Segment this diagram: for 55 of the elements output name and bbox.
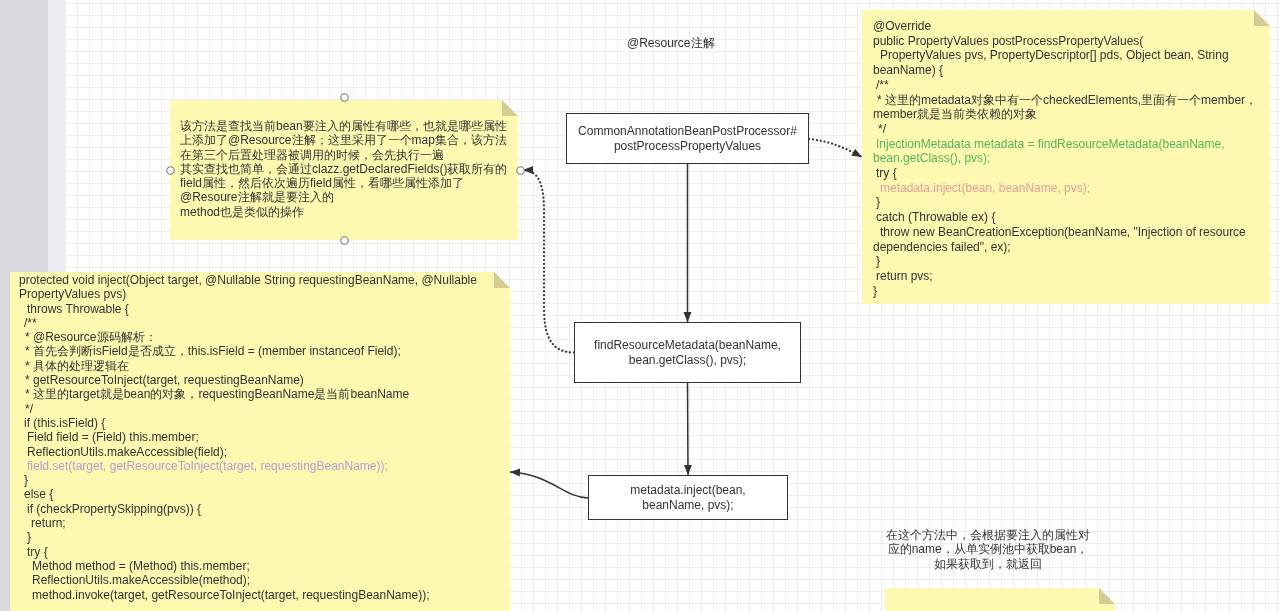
code-line: catch (Throwable ex) {: [876, 210, 996, 225]
code-line: }: [876, 195, 880, 211]
code-line: * 这里的metadata对象中有一个checkedElements,里面有一个member，member就是当前类依赖的对象: [873, 92, 1259, 122]
code-line: */: [878, 121, 886, 137]
process-box: [566, 113, 809, 164]
dotted-arrow: [807, 137, 864, 159]
code-line: ReflectionUtils.makeAccessible(field);: [27, 444, 228, 459]
code-line: try {: [876, 166, 897, 181]
code-line: protected void inject(Object target, @Nullable String requestingBeanName, @Nullable PropertyValues pvs): [19, 273, 478, 302]
note-text: 该方法是查找当前bean要注入的属性有哪些，也就是哪些属性上添加了@Resource注解；这里采用了一个map集合，该方法在第三个后置处理器被调用的时候，会先执行一遍: [180, 119, 508, 162]
code-line: method.invoke(target, getResourceToInject(target, requestingBeanName));: [32, 587, 430, 602]
code-line: try {: [27, 544, 48, 559]
code-line: if (this.isField) {: [24, 415, 106, 431]
code-line: InjectionMetadata metadata = findResourceMetadata(beanName, bean.getClass(), pvs);: [873, 136, 1226, 167]
code-line: throws Throwable {: [27, 301, 129, 316]
sticky-note: [885, 588, 1115, 611]
code-line: field.set(target, getResourceToInject(target, requestingBeanName));: [27, 458, 388, 474]
process-box: [588, 475, 788, 520]
code-line: throw new BeanCreationException(beanName, "Injection of resource dependencies failed", ex);: [873, 224, 1247, 255]
sticky-note: [170, 100, 518, 240]
code-line: * getResourceToInject(target, requestingBeanName): [25, 373, 304, 388]
code-line: Method method = (Method) this.member;: [32, 558, 250, 574]
annotation-text: 在这个方法中，会根据要注入的属性对应的name，从单实例池中获取bean，如果获取到，就返回: [885, 528, 1091, 571]
step-label: CommonAnnotationBeanPostProcessor# postProcessPropertyValues: [577, 124, 798, 153]
code-line: */: [25, 401, 33, 416]
code-line: return;: [31, 516, 66, 531]
code-line: if (checkPropertySkipping(pvs)) {: [27, 501, 202, 517]
arrow: [509, 469, 589, 499]
code-line: }: [27, 530, 31, 545]
code-line: else {: [24, 487, 54, 502]
code-line: }: [873, 283, 877, 299]
code-line: @Override: [873, 19, 932, 34]
code-line: return pvs;: [876, 268, 933, 284]
step-label: metadata.inject(bean, beanName, pvs);: [629, 483, 747, 512]
sticky-note: [10, 272, 510, 611]
code-line: ReflectionUtils.makeAccessible(method);: [32, 573, 251, 588]
note-text: method也是类似的操作: [180, 204, 305, 220]
code-line: }: [24, 473, 28, 488]
diagram-title: @Resource注解: [627, 35, 715, 51]
code-line: Field field = (Field) this.member;: [27, 430, 199, 445]
code-line: * @Resource源码解析：: [25, 330, 157, 345]
arrow: [683, 382, 692, 476]
arrow: [683, 163, 692, 323]
code-line: }: [876, 254, 880, 269]
code-line: PropertyValues pvs, PropertyDescriptor[] pds, Object bean, String beanName) {: [873, 48, 1230, 78]
code-line: /**: [24, 315, 37, 331]
sticky-note: [862, 10, 1270, 304]
code-line: public PropertyValues postProcessPropertyValues(: [873, 33, 1144, 49]
code-line: * 这里的target就是bean的对象，requestingBeanName是当前beanName: [25, 387, 410, 402]
step-label: findResourceMetadata(beanName, bean.getClass(), pvs);: [593, 338, 782, 367]
process-box: [574, 322, 801, 383]
code-line: * 首先会判断isField是否成立，this.isField = (member instanceof Field);: [25, 344, 401, 359]
code-line: * 具体的处理逻辑在: [25, 358, 129, 374]
code-line: /**: [876, 77, 889, 93]
code-line: metadata.inject(bean, beanName, pvs);: [880, 180, 1091, 196]
